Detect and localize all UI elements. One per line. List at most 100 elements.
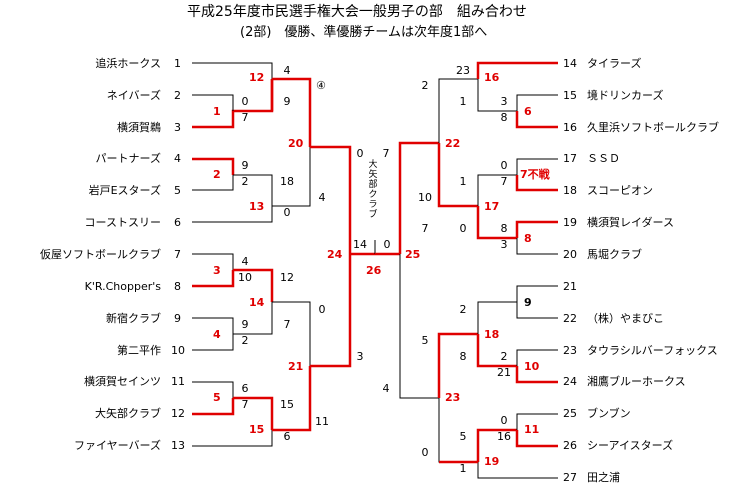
bracket-line	[192, 79, 274, 129]
game-number: 18	[484, 328, 500, 341]
game-number: 6	[524, 105, 532, 118]
score: 11	[315, 415, 329, 428]
score: 7	[241, 398, 249, 411]
game-number: 9	[524, 296, 532, 309]
score: 3	[500, 238, 508, 251]
team-number: 22	[563, 312, 577, 325]
bracket-line	[515, 366, 558, 384]
game-number: 3	[213, 264, 221, 277]
score: 12	[280, 271, 294, 284]
team-number: 1	[174, 57, 181, 70]
game-number: 8	[524, 232, 532, 245]
game-number: 1	[213, 105, 221, 118]
score: 10	[418, 191, 432, 204]
team-name: 田之浦	[587, 471, 620, 484]
score: 1	[459, 175, 467, 188]
bracket-line	[515, 220, 558, 238]
team-number: 13	[171, 439, 185, 452]
team-number: 23	[563, 344, 577, 357]
game-number: 20	[288, 137, 304, 150]
score: 7	[421, 222, 429, 235]
game-number: 15	[249, 423, 265, 436]
bracket-line	[192, 206, 273, 223]
team-number: 10	[171, 344, 185, 357]
team-name: シーアイスターズ	[587, 439, 674, 452]
score: 2	[241, 175, 249, 188]
score: 9	[283, 95, 291, 108]
score: 16	[497, 430, 511, 443]
bracket-line	[516, 158, 558, 175]
team-name: 馬堀クラブ	[587, 248, 642, 261]
score: 4	[241, 255, 249, 268]
score: 0	[500, 414, 508, 427]
score: 23	[456, 64, 470, 77]
bracket-line	[438, 78, 478, 143]
team-name: 横須賀鵜	[117, 121, 161, 134]
bracket-line	[272, 301, 311, 366]
team-number: 27	[563, 471, 577, 484]
bracket-line	[477, 174, 517, 206]
bracket-line	[476, 428, 517, 462]
team-name: （株）やまびこ	[587, 312, 664, 325]
bracket-line	[192, 381, 234, 398]
bracket-line	[310, 254, 352, 368]
team-number: 11	[171, 375, 185, 388]
team-name: ファイヤーバーズ	[73, 439, 161, 452]
score: 2	[421, 79, 429, 92]
team-name: スコーピオン	[587, 184, 653, 197]
bracket-line	[437, 143, 478, 208]
score: 21	[497, 366, 511, 379]
game-number: 4	[213, 328, 221, 341]
team-number: 15	[563, 89, 577, 102]
team-name: 湘鷹ブルーホークス	[587, 375, 686, 388]
game-number: 19	[484, 455, 500, 468]
score: 7	[382, 147, 390, 160]
bracket-line	[477, 285, 558, 334]
score: 6	[283, 430, 291, 443]
bracket-line	[192, 317, 234, 334]
game-number: 2	[213, 168, 221, 181]
bracket-line	[515, 175, 558, 192]
score: 18	[280, 175, 294, 188]
score: 4	[382, 382, 390, 395]
score: 0	[356, 147, 364, 160]
game-number: 26	[366, 264, 382, 277]
score: 4	[318, 191, 326, 204]
team-name: 久里浜ソフトボールクラブ	[587, 121, 719, 134]
team-number: 18	[563, 184, 577, 197]
team-name: 追浜ホークス	[95, 57, 161, 70]
team-number: 5	[174, 184, 181, 197]
score: 0	[241, 95, 249, 108]
team-number: 20	[563, 248, 577, 261]
team-number: 9	[174, 312, 181, 325]
bracket-line	[192, 62, 273, 79]
team-name: 大矢部クラブ	[95, 407, 161, 420]
game-number: 23	[445, 391, 461, 404]
bracket-line	[476, 334, 517, 368]
page-subtitle: (2部) 優勝、準優勝チームは次年度1部へ	[240, 25, 488, 40]
score: 8	[459, 350, 467, 363]
bracket-line	[192, 253, 234, 270]
score: 2	[241, 334, 249, 347]
bracket-line	[515, 430, 558, 448]
bracket-line	[192, 175, 234, 191]
team-number: 14	[563, 57, 577, 70]
bracket-line	[399, 254, 439, 399]
score: 0	[421, 446, 429, 459]
bracket-line	[192, 398, 235, 416]
game-number: 5	[213, 391, 221, 404]
page-title: 平成25年度市民選手権大会一般男子の部 組み合わせ	[187, 4, 527, 20]
bracket-line	[233, 302, 273, 335]
score: 8	[500, 222, 508, 235]
team-number: 4	[174, 152, 181, 165]
game-number: 25	[405, 248, 421, 261]
team-name: 岩戸Eスターズ	[88, 184, 161, 197]
game-number: 14	[249, 296, 265, 309]
team-name: タイラーズ	[587, 57, 642, 70]
score: 0	[318, 303, 326, 316]
game-number: 21	[288, 360, 304, 373]
bracket-line	[192, 334, 234, 351]
bracket-line	[516, 302, 558, 319]
